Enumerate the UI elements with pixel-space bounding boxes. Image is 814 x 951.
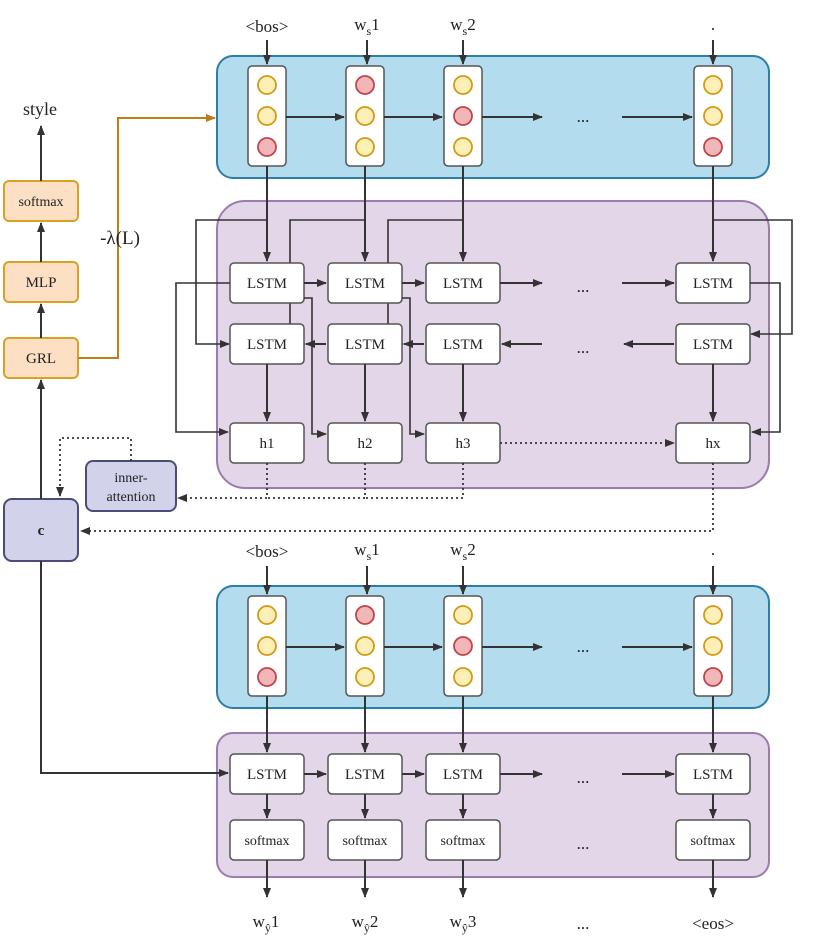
decoder-input-ws2-label: ws2 [450, 540, 475, 563]
encoder-embedding-cell-1 [247, 65, 287, 167]
decoder-input-dot-label: . [711, 540, 715, 559]
output-ellipsis: ... [577, 914, 590, 933]
forward-lstm-ellipsis: ... [577, 277, 590, 296]
svg-text:softmax: softmax [342, 834, 387, 849]
decoder-lstm-ellipsis: ... [577, 768, 590, 787]
svg-text:LSTM: LSTM [247, 276, 287, 292]
svg-text:h1: h1 [260, 436, 275, 452]
backward-lstm-ellipsis: ... [577, 338, 590, 357]
inner-attention-box: inner- attention [85, 460, 177, 512]
encoder-embedding-cell-2 [345, 65, 385, 167]
embedding-to-lstm-arrows [263, 166, 717, 262]
style-label: style [23, 99, 57, 119]
lstm-to-hidden-arrows [263, 364, 717, 422]
decoder-input-ws1-label: ws1 [354, 540, 379, 563]
svg-text:inner-: inner- [114, 471, 147, 486]
decoder-softmax-ellipsis: ... [577, 834, 590, 853]
decoder-embedding-cell-1 [247, 595, 287, 697]
encoder-embedding-cell-3 [443, 65, 483, 167]
decoder-embedding-ellipsis: ... [577, 637, 590, 656]
svg-text:LSTM: LSTM [345, 767, 385, 783]
output-w3-label: wŷ3 [450, 912, 477, 935]
svg-text:LSTM: LSTM [693, 276, 733, 292]
decoder-output-arrows [263, 860, 717, 898]
attention-to-c-dotted [56, 437, 132, 497]
encoder-embedding-cell-4 [693, 65, 733, 167]
decoder-lstm-to-softmax-arrows [263, 794, 717, 819]
softmax-style-box: softmax [3, 180, 79, 222]
hidden-state-row: h1 h2 h3 hx [229, 422, 751, 464]
decoder-embedding-cell-4 [693, 595, 733, 697]
c-to-decoder-arrow [40, 561, 229, 777]
output-w1-label: wŷ1 [253, 912, 280, 935]
svg-text:LSTM: LSTM [247, 767, 287, 783]
svg-text:LSTM: LSTM [443, 276, 483, 292]
encoder-embedding-ellipsis: ... [577, 107, 590, 126]
svg-text:h3: h3 [456, 436, 471, 452]
decoder-embedding-cell-3 [443, 595, 483, 697]
svg-text:attention: attention [107, 490, 156, 505]
svg-text:LSTM: LSTM [443, 337, 483, 353]
svg-text:softmax: softmax [244, 834, 289, 849]
top-input-arrows [263, 40, 717, 65]
decoder-lstm-row: LSTM LSTM LSTM LSTM ... [229, 753, 751, 795]
lambda-label: -λ(L) [100, 228, 140, 249]
svg-text:softmax: softmax [440, 834, 485, 849]
svg-text:MLP: MLP [26, 275, 57, 291]
forward-lstm-row: LSTM LSTM LSTM LSTM ... [229, 262, 751, 304]
svg-text:LSTM: LSTM [693, 337, 733, 353]
input-dot-label: . [711, 15, 715, 34]
grl-feedback-arrow [78, 114, 216, 359]
hidden-to-attention-dotted [177, 463, 464, 502]
svg-text:hx: hx [706, 436, 722, 452]
output-w2-label: wŷ2 [352, 912, 379, 935]
output-eos-label: <eos> [692, 914, 734, 933]
svg-text:GRL: GRL [26, 351, 56, 367]
backward-lstm-row: LSTM LSTM LSTM LSTM ... [229, 323, 751, 365]
decoder-embedding-to-lstm-arrows [263, 696, 717, 753]
svg-text:softmax: softmax [18, 195, 63, 210]
svg-text:softmax: softmax [690, 834, 735, 849]
decoder-softmax-row: softmax softmax softmax softmax ... [229, 819, 751, 861]
mlp-box: MLP [3, 261, 79, 303]
svg-text:LSTM: LSTM [693, 767, 733, 783]
decoder-input-arrows [263, 566, 717, 595]
forward-to-hidden-lines [175, 282, 781, 438]
input-bos-label: <bos> [246, 17, 289, 36]
svg-text:LSTM: LSTM [443, 767, 483, 783]
input-ws1-label: ws1 [354, 15, 379, 38]
svg-text:LSTM: LSTM [247, 337, 287, 353]
svg-text:LSTM: LSTM [345, 276, 385, 292]
svg-text:LSTM: LSTM [345, 337, 385, 353]
context-c-box: c [3, 498, 79, 562]
decoder-embedding-cell-2 [345, 595, 385, 697]
grl-box: GRL [3, 337, 79, 379]
svg-text:c: c [38, 523, 45, 539]
svg-text:h2: h2 [358, 436, 373, 452]
decoder-input-bos-label: <bos> [246, 542, 289, 561]
input-ws2-label: ws2 [450, 15, 475, 38]
